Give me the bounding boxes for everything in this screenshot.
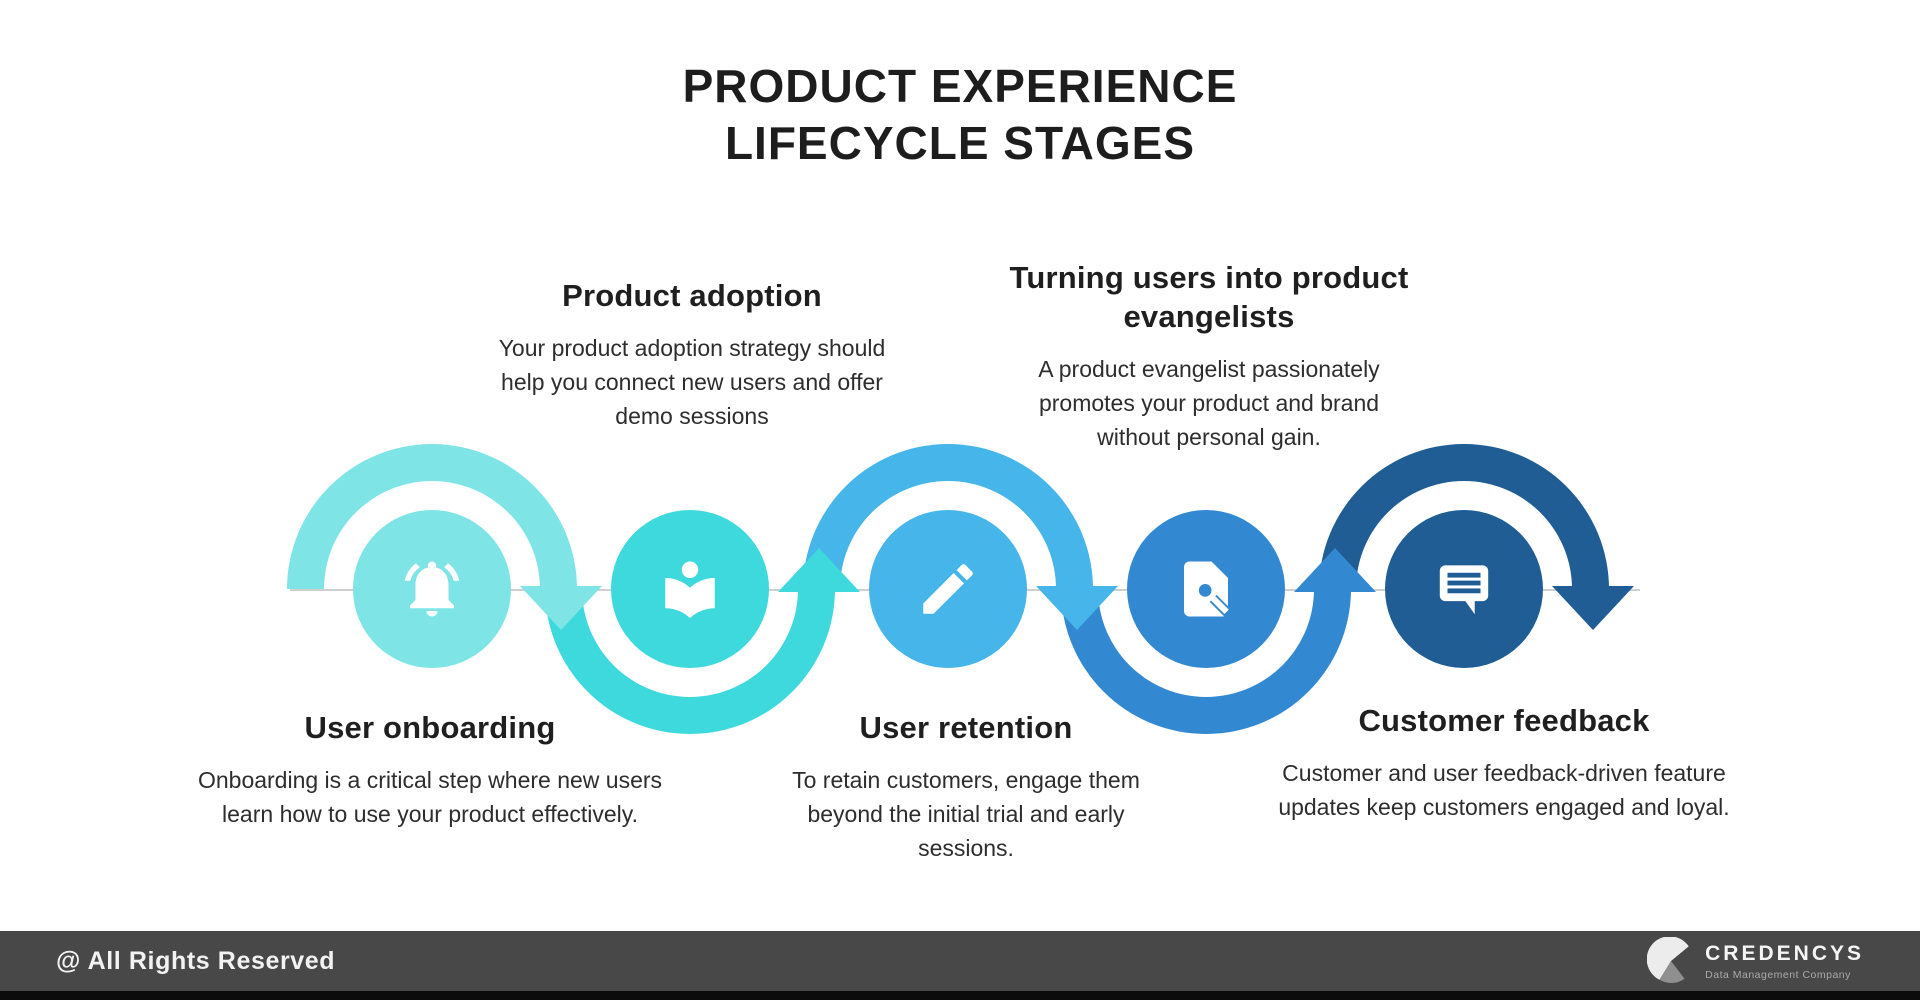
page-title-line2: LIFECYCLE STAGES: [724, 117, 1196, 169]
stage-3-description: To retain customers, engage them beyond …: [792, 767, 1140, 861]
stage-2-description: Your product adoption strategy should he…: [498, 335, 886, 429]
open-book-reader-icon: [665, 561, 715, 619]
stage-1-down-arrow-icon: [520, 586, 602, 630]
stage-4-up-arrow-icon: [1294, 548, 1376, 592]
stage-5-arc: [1319, 444, 1609, 589]
page-title-line1: PRODUCT EXPERIENCE: [682, 60, 1238, 112]
stage-4-arc: [1061, 589, 1351, 734]
bell-icon: [404, 561, 460, 617]
stage-1-arc: [287, 444, 577, 589]
stage-3-down-arrow-icon: [1036, 586, 1118, 630]
footer: @ All Rights Reserved CREDENCYS Data Man…: [0, 931, 1920, 991]
stage-1-name: User onboarding: [304, 710, 556, 745]
stage-3-arc: [803, 444, 1093, 589]
stage-4-name: Turning users into product evangelists: [1009, 260, 1409, 334]
stage-2-name: Product adoption: [562, 278, 822, 313]
stage-3-text-block: User retention To retain customers, enga…: [706, 708, 1226, 865]
brand-text: CREDENCYS Data Management Company: [1705, 942, 1864, 981]
stage-4-description: A product evangelist passionately promot…: [1038, 356, 1380, 450]
document-search-icon: [1184, 561, 1233, 618]
credencys-logo-icon: [1647, 937, 1689, 984]
stage-1-description: Onboarding is a critical step where new …: [197, 767, 663, 827]
pencil-icon: [923, 564, 973, 614]
brand-name: CREDENCYS: [1705, 941, 1864, 965]
stage-2-arc: [545, 589, 835, 734]
brand-logo: CREDENCYS Data Management Company: [1647, 937, 1864, 985]
footer-bottom-strip: [0, 991, 1920, 1000]
stage-5-name: Customer feedback: [1358, 703, 1650, 738]
stage-5-down-arrow-icon: [1552, 586, 1634, 630]
stage-1-text-block: User onboarding Onboarding is a critical…: [170, 708, 690, 831]
chat-feedback-icon: [1439, 565, 1489, 615]
stage-5-text-block: Customer feedback Customer and user feed…: [1244, 701, 1764, 824]
stage-3-name: User retention: [859, 710, 1073, 745]
stage-4-text-block: Turning users into product evangelists A…: [949, 258, 1469, 454]
stage-2-text-block: Product adoption Your product adoption s…: [432, 276, 952, 433]
page-title: PRODUCT EXPERIENCE LIFECYCLE STAGES: [0, 58, 1920, 172]
copyright-text: @ All Rights Reserved: [56, 946, 336, 975]
brand-tagline: Data Management Company: [1705, 968, 1851, 981]
stage-5-description: Customer and user feedback-driven featur…: [1278, 760, 1730, 820]
stage-2-up-arrow-icon: [778, 548, 860, 592]
